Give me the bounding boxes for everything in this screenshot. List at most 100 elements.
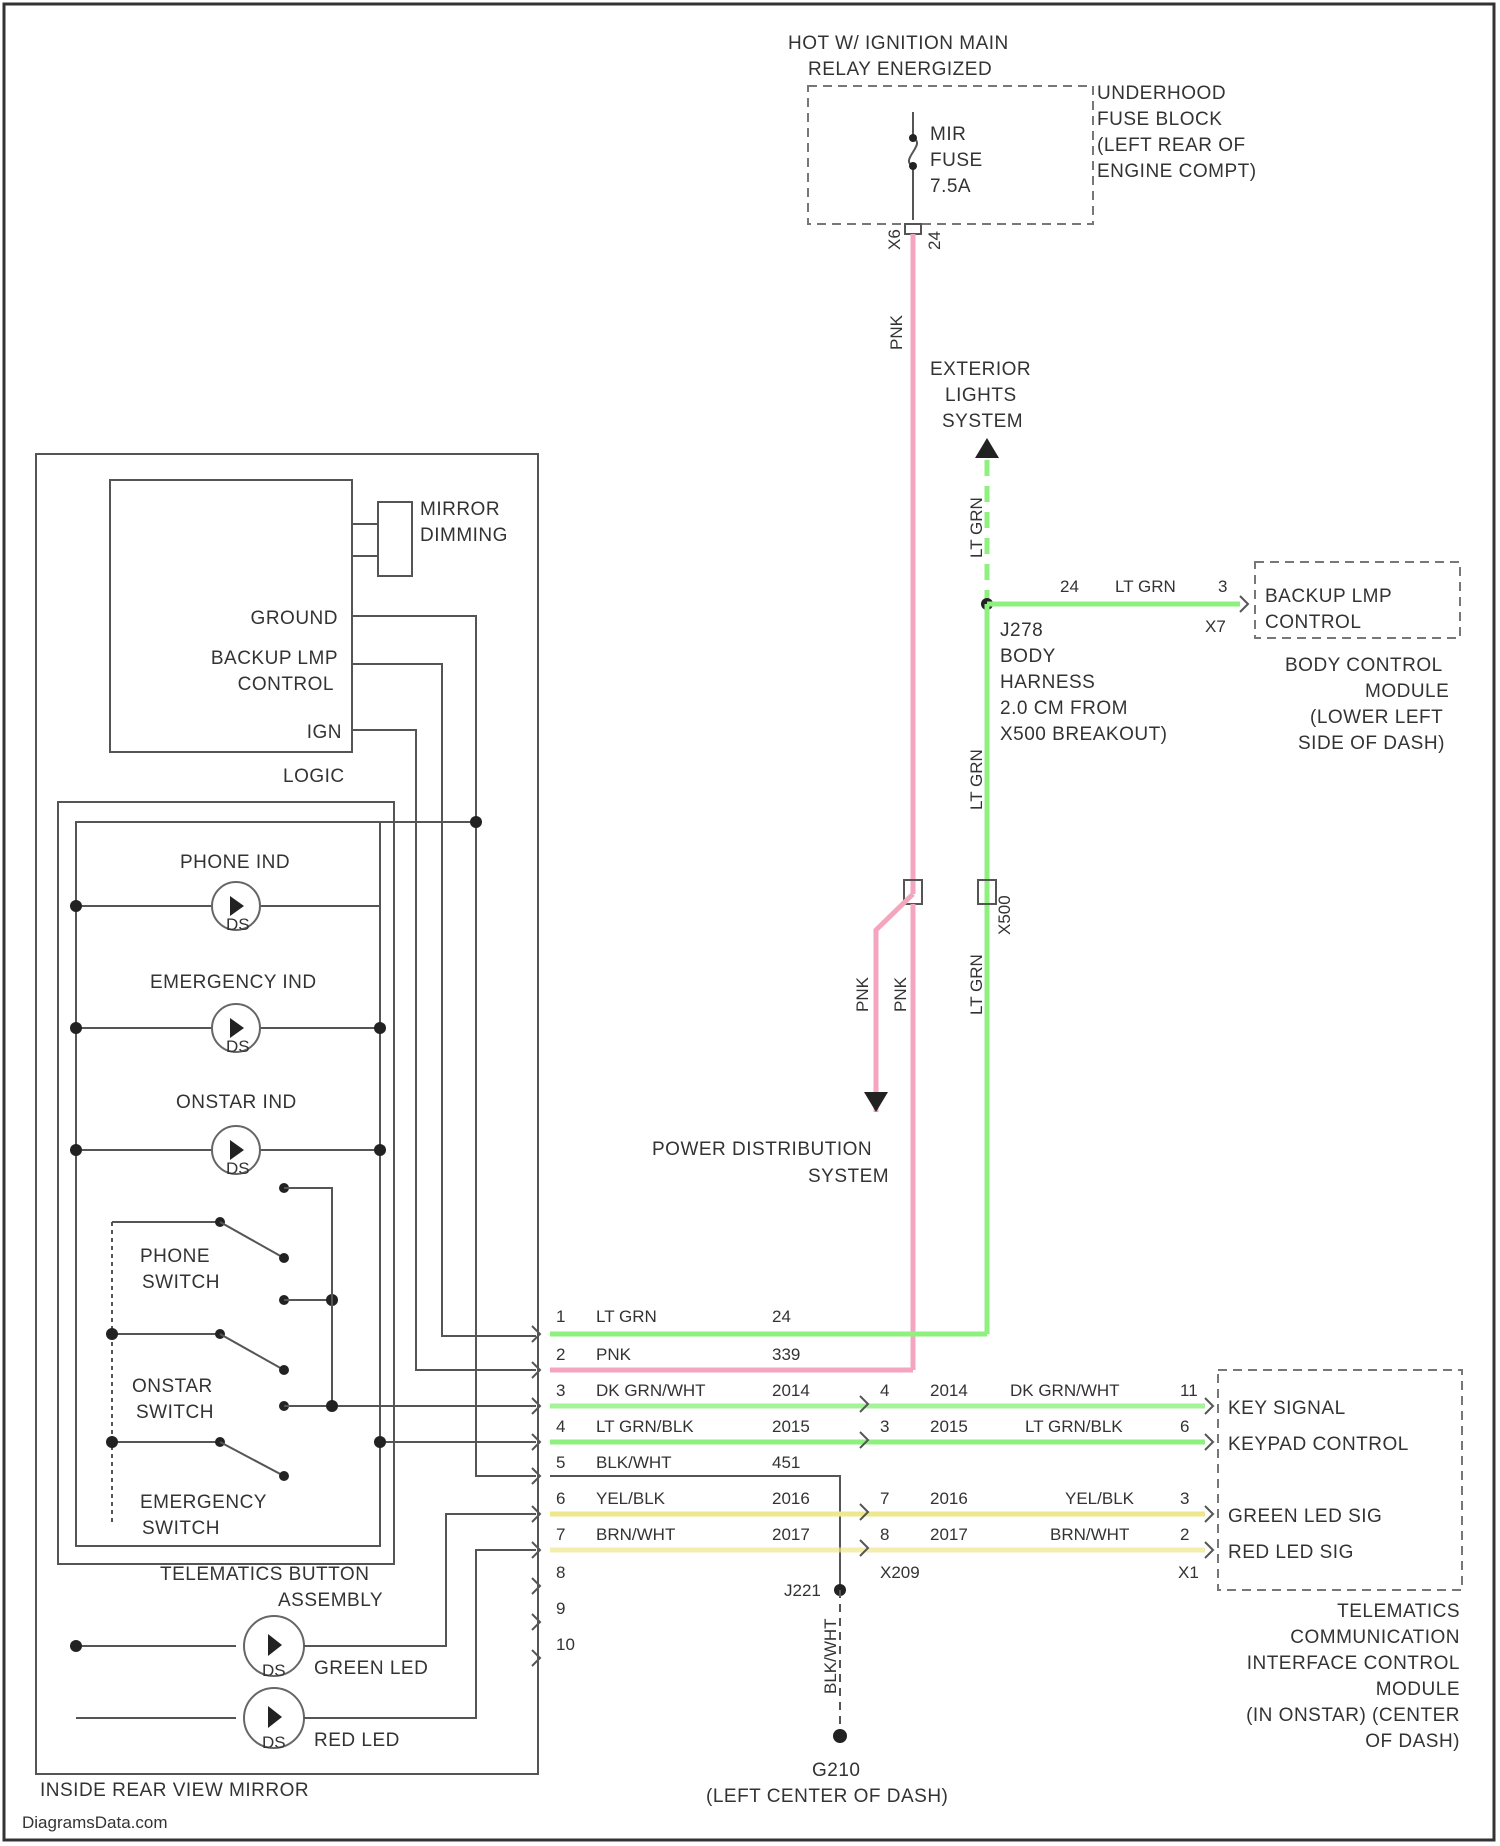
phone-ind-label: PHONE IND [180, 852, 290, 873]
module-name-5: (IN ONSTAR) (CENTER [1246, 1705, 1460, 1726]
module-name-2: COMMUNICATION [1290, 1627, 1460, 1648]
onstar-switch [220, 1334, 284, 1370]
x1-label: X1 [1178, 1563, 1199, 1582]
ground-location: (LEFT CENTER OF DASH) [706, 1786, 948, 1807]
svg-text:2017: 2017 [772, 1525, 810, 1544]
fuse-block-loc-4: ENGINE COMPT) [1097, 161, 1257, 182]
bcm-name-3: (LOWER LEFT [1310, 707, 1443, 728]
junction-j221-label: J221 [784, 1581, 821, 1600]
splice-desc-1: BODY [1000, 646, 1056, 667]
bcm-wire-color: LT GRN [1115, 577, 1176, 596]
x209-row: 4 2014 DK GRN/WHT 11 [880, 1381, 1198, 1400]
wire-label-pnk-branch: PNK [853, 976, 872, 1012]
svg-text:LT GRN/BLK: LT GRN/BLK [1025, 1417, 1123, 1436]
fuse-block-loc-3: (LEFT REAR OF [1097, 135, 1246, 156]
svg-text:2014: 2014 [930, 1381, 968, 1400]
ds-5: DS [262, 1733, 286, 1752]
svg-text:2014: 2014 [772, 1381, 810, 1400]
dimming-label-1: MIRROR [420, 499, 500, 520]
svg-text:8: 8 [880, 1525, 889, 1544]
x209-label: X209 [880, 1563, 920, 1582]
phone-switch-2: SWITCH [142, 1272, 220, 1293]
wire-label-ltgrn-mid: LT GRN [967, 749, 986, 810]
bcm-signal-2: CONTROL [1265, 612, 1361, 633]
svg-text:DK GRN/WHT: DK GRN/WHT [1010, 1381, 1120, 1400]
splice-id: J278 [1000, 620, 1043, 641]
module-name-3: INTERFACE CONTROL [1247, 1653, 1460, 1674]
svg-text:2017: 2017 [930, 1525, 968, 1544]
emergency-switch-2: SWITCH [142, 1518, 220, 1539]
bcm-name-4: SIDE OF DASH) [1298, 733, 1445, 754]
svg-text:BLK/WHT: BLK/WHT [596, 1453, 672, 1472]
svg-text:2016: 2016 [772, 1489, 810, 1508]
svg-text:24: 24 [772, 1307, 791, 1326]
x209-row: 7 2016 YEL/BLK 3 [880, 1489, 1189, 1508]
svg-text:5: 5 [556, 1453, 565, 1472]
phone-switch-1: PHONE [140, 1246, 210, 1267]
power-dist-arrow [864, 1092, 888, 1112]
ds-2: DS [226, 1037, 250, 1056]
wire-label-blkwht: BLK/WHT [821, 1618, 840, 1694]
x500-label: X500 [995, 895, 1014, 935]
signal-keypad: KEYPAD CONTROL [1228, 1434, 1409, 1455]
wire-label-ltgrn-upper: LT GRN [967, 497, 986, 558]
svg-text:7: 7 [556, 1525, 565, 1544]
svg-text:LT GRN: LT GRN [596, 1307, 657, 1326]
svg-text:PNK: PNK [596, 1345, 632, 1364]
connector-pin-row: 5 BLK/WHT 451 [532, 1453, 800, 1484]
onstar-switch-1: ONSTAR [132, 1376, 213, 1397]
svg-text:7: 7 [880, 1489, 889, 1508]
svg-text:BRN/WHT: BRN/WHT [596, 1525, 675, 1544]
logic-backup-2: CONTROL [238, 674, 334, 695]
signal-red-led: RED LED SIG [1228, 1542, 1354, 1563]
module-name-1: TELEMATICS [1337, 1601, 1460, 1622]
svg-text:11: 11 [1180, 1381, 1198, 1400]
connector-pin-row: 2 PNK 339 [532, 1345, 800, 1378]
logic-backup-1: BACKUP LMP [211, 648, 338, 669]
wire-label-pnk-lower: PNK [891, 976, 910, 1012]
svg-text:10: 10 [556, 1635, 575, 1654]
logic-ign: IGN [307, 722, 342, 743]
x209-row: 3 2015 LT GRN/BLK 6 [880, 1417, 1189, 1436]
onstar-switch-2: SWITCH [136, 1402, 214, 1423]
svg-text:2: 2 [556, 1345, 565, 1364]
ext-lights-2: LIGHTS [945, 385, 1017, 406]
splice-desc-2: HARNESS [1000, 672, 1095, 693]
emergency-switch [220, 1442, 284, 1476]
ds-4: DS [262, 1661, 286, 1680]
ext-lights-1: EXTERIOR [930, 359, 1031, 380]
onstar-ind-label: ONSTAR IND [176, 1092, 297, 1113]
ext-lights-arrow [975, 438, 999, 458]
button-assembly-1: TELEMATICS BUTTON [160, 1564, 369, 1585]
svg-text:1: 1 [556, 1307, 565, 1326]
svg-text:YEL/BLK: YEL/BLK [1065, 1489, 1135, 1508]
svg-text:DK GRN/WHT: DK GRN/WHT [596, 1381, 706, 1400]
green-led-label: GREEN LED [314, 1658, 428, 1679]
connector-pin-row: 1 LT GRN 24 [532, 1307, 791, 1342]
emergency-ind-label: EMERGENCY IND [150, 972, 317, 993]
bcm-signal-1: BACKUP LMP [1265, 586, 1392, 607]
fuse-pin-x6: X6 [885, 229, 904, 250]
svg-text:2: 2 [1180, 1525, 1189, 1544]
svg-text:451: 451 [772, 1453, 800, 1472]
svg-text:3: 3 [556, 1381, 565, 1400]
phone-switch [220, 1222, 284, 1258]
fuse-name: MIR [930, 124, 966, 145]
signal-key: KEY SIGNAL [1228, 1398, 1346, 1419]
svg-text:2016: 2016 [930, 1489, 968, 1508]
ext-lights-3: SYSTEM [942, 411, 1023, 432]
svg-text:3: 3 [1180, 1489, 1189, 1508]
bcm-circuit: 24 [1060, 577, 1079, 596]
splice-desc-3: 2.0 CM FROM [1000, 698, 1128, 719]
wire-label-ltgrn-low: LT GRN [967, 954, 986, 1015]
fuse-block-loc-1: UNDERHOOD [1097, 83, 1226, 104]
svg-text:6: 6 [1180, 1417, 1189, 1436]
svg-text:4: 4 [556, 1417, 565, 1436]
mirror-title: INSIDE REAR VIEW MIRROR [40, 1780, 309, 1801]
fuse-block-loc-2: FUSE BLOCK [1097, 109, 1222, 130]
svg-text:3: 3 [880, 1417, 889, 1436]
connector-pin-row: 4 LT GRN/BLK 2015 [532, 1417, 810, 1450]
module-name-6: OF DASH) [1365, 1731, 1460, 1752]
button-assembly-2: ASSEMBLY [278, 1590, 383, 1611]
